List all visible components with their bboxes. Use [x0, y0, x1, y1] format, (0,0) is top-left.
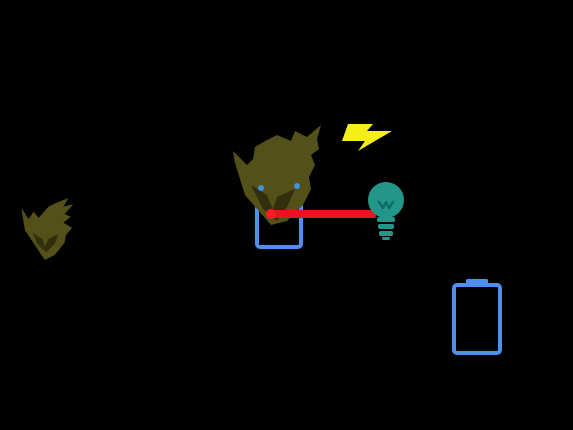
- lightning-bolt-icon[interactable]: [342, 124, 392, 151]
- battery-right-icon[interactable]: [452, 279, 502, 355]
- red-wire[interactable]: [266, 209, 376, 219]
- bulb-glass: [368, 182, 404, 218]
- demon-large-body: [233, 125, 321, 225]
- demon-large-icon[interactable]: [233, 125, 321, 225]
- demon-large-face: [251, 185, 295, 221]
- bulb-tip: [382, 237, 390, 240]
- red-wire-line: [272, 210, 376, 218]
- demon-small-face: [32, 232, 59, 253]
- bulb-base-2: [378, 224, 394, 229]
- demon-small-body: [21, 198, 74, 260]
- demon-large-left-eye: [258, 185, 264, 191]
- bulb-base-1: [377, 217, 395, 222]
- demon-small-icon[interactable]: [21, 198, 74, 260]
- red-wire-end-dot: [266, 209, 276, 219]
- demon-large-right-eye: [294, 183, 300, 189]
- bulb-filament: [377, 200, 395, 210]
- battery-right-body: [452, 283, 502, 355]
- bulb-base-3: [379, 231, 393, 236]
- bulb-icon[interactable]: [368, 182, 404, 240]
